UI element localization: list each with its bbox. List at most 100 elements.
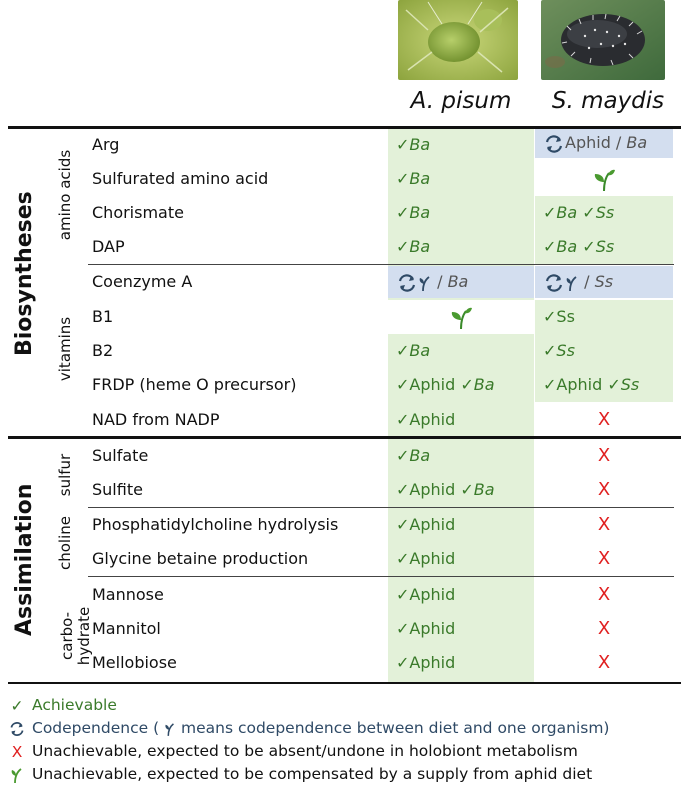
row-label-phosphatidylcholine: Phosphatidylcholine hydrolysis [92, 515, 339, 534]
check-icon: ✓ [396, 446, 410, 465]
row-label-sulfate: Sulfate [92, 446, 149, 465]
s-cell-sulfite: X [597, 479, 611, 500]
codependence-icon [543, 133, 565, 153]
s-cell-glycine-betaine: X [597, 548, 611, 569]
aphid-check-text: ✓Aphid [396, 653, 456, 672]
row-label-mannose: Mannose [92, 585, 164, 604]
diet-sprout-icon [448, 307, 474, 329]
diet-sprout-icon [164, 719, 176, 737]
organism-ba: Ba [556, 203, 578, 222]
aphid-check-text: ✓Aphid [396, 585, 456, 604]
check-icon: ✓ [396, 135, 410, 154]
a-cell-sulfite: ✓Aphid ✓Ba [388, 473, 534, 507]
legend-unachievable-absent-text: Unachievable, expected to be absent/undo… [32, 742, 578, 760]
a-pisum-photo [398, 0, 518, 80]
cross-icon: X [11, 742, 23, 761]
organism-ss: Ss [595, 237, 615, 256]
organism-ss: Ss [595, 203, 615, 222]
legend-unachievable-diet-text: Unachievable, expected to be compensated… [32, 765, 593, 783]
legend-codependence: Codependence ( means codependence betwee… [8, 717, 609, 739]
subgroup-choline: choline [56, 516, 74, 571]
row-label-nad: NAD from NADP [92, 410, 220, 429]
check-ss-text: ✓Ss [543, 307, 575, 326]
a-cell-b2: ✓Ba [388, 334, 534, 368]
aphid-text: Aphid / [565, 133, 627, 152]
diet-sprout-icon [591, 169, 617, 191]
sulfur-choline-divider [88, 507, 674, 508]
row-label-arg: Arg [92, 135, 120, 154]
a-cell-mellobiose: ✓Aphid [388, 646, 534, 680]
s-cell-mannitol: X [597, 618, 611, 639]
check-icon: ✓ [582, 203, 596, 222]
a-pisum-column-bg [388, 128, 534, 682]
legend-achievable-text: Achievable [32, 696, 117, 714]
diet-sprout-icon [8, 764, 26, 786]
a-cell-sulfate: ✓Ba [388, 439, 534, 473]
a-cell-sulfurated: ✓Ba [388, 162, 534, 196]
s-cell-nad: X [597, 409, 611, 430]
legend-codependence-text-2: means codependence between diet and one … [176, 719, 610, 737]
separator: / [579, 272, 595, 291]
organism-ss: Ss [556, 341, 575, 360]
s-cell-b1: ✓Ss [535, 300, 673, 334]
aphid-check-text: ✓Aphid ✓ [543, 375, 621, 394]
check-icon: ✓ [396, 169, 410, 188]
organism-ba: Ba [409, 169, 431, 188]
subgroup-carbohydrate-line1: carbo- [58, 612, 76, 660]
codependence-icon [543, 272, 565, 292]
diet-sprout-icon [418, 272, 432, 291]
subgroup-amino-acids: amino acids [56, 149, 74, 241]
legend-codependence-text: Codependence ( [32, 719, 160, 737]
codependence-icon [8, 718, 26, 740]
subgroup-carbohydrate-line2: hydrate [75, 606, 93, 666]
row-label-chorismate: Chorismate [92, 203, 184, 222]
organism-ss: Ss [594, 272, 614, 291]
a-coenzyme-blue [388, 266, 534, 298]
group-biosyntheses: Biosyntheses [12, 191, 37, 356]
a-cell-glycine-betaine: ✓Aphid [388, 542, 534, 576]
s-cell-mellobiose: X [597, 652, 611, 673]
a-cell-nad: ✓Aphid [388, 403, 534, 437]
organism-ba: Ba [447, 272, 469, 291]
separator: / [432, 272, 448, 291]
organism-ba: Ba [473, 375, 495, 394]
a-cell-arg: ✓Ba [388, 128, 534, 162]
a-cell-phosphatidylcholine: ✓Aphid [388, 508, 534, 542]
s-cell-b2: ✓Ss [535, 334, 673, 368]
codependence-icon [396, 272, 418, 292]
organism-ba: Ba [409, 446, 431, 465]
aphid-check-text: ✓Aphid [396, 549, 456, 568]
legend-achievable: ✓ Achievable [8, 694, 117, 716]
row-label-sulfurated: Sulfurated amino acid [92, 169, 269, 188]
check-icon: ✓ [396, 341, 410, 360]
s-cell-sulfurated [535, 162, 673, 196]
check-icon: ✓ [543, 237, 557, 256]
bottom-rule [8, 682, 681, 684]
aphid-check-text: ✓Aphid [396, 619, 456, 638]
s-cell-chorismate: ✓Ba ✓Ss [535, 196, 673, 230]
row-label-glycine-betaine: Glycine betaine production [92, 549, 309, 568]
organism-ba: Ba [473, 480, 495, 499]
s-maydis-green-bg-1 [535, 196, 673, 264]
organism-ba: Ba [626, 133, 648, 152]
subgroup-vitamins: vitamins [56, 316, 74, 382]
s-maydis-blue-arg [535, 128, 673, 158]
organism-ba: Ba [409, 135, 431, 154]
s-cell-phosphatidylcholine: X [597, 514, 611, 535]
row-label-sulfite: Sulfite [92, 480, 143, 499]
group-assimilation: Assimilation [12, 483, 37, 636]
row-label-mannitol: Mannitol [92, 619, 161, 638]
diet-sprout-icon [565, 272, 579, 291]
aphid-check-text: ✓Aphid [396, 410, 456, 429]
check-icon: ✓ [396, 203, 410, 222]
aphid-check-text: ✓Aphid [396, 515, 456, 534]
row-label-mellobiose: Mellobiose [92, 653, 177, 672]
organism-ss: Ss [620, 375, 640, 394]
organism-ba: Ba [556, 237, 578, 256]
choline-carb-divider [88, 576, 674, 577]
row-label-b2: B2 [92, 341, 114, 360]
species-s-maydis: S. maydis [551, 88, 665, 114]
check-icon: ✓ [10, 696, 24, 715]
check-icon: ✓ [543, 341, 557, 360]
a-cell-chorismate: ✓Ba [388, 196, 534, 230]
